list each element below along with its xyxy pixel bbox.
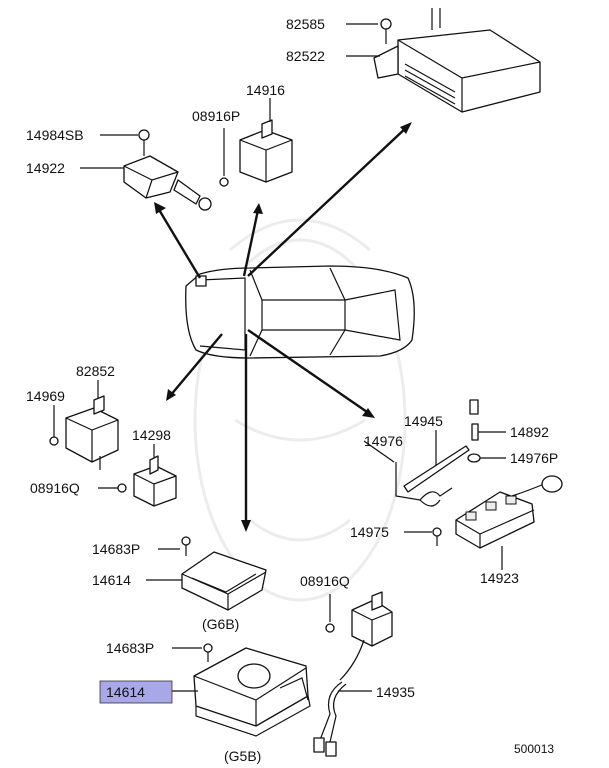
label-08916p-top[interactable]: 08916P	[192, 108, 240, 124]
arrows	[154, 122, 412, 532]
diagram-number: 500013	[514, 742, 554, 756]
label-g5b: (G5B)	[224, 748, 261, 764]
label-14945[interactable]: 14945	[404, 413, 443, 429]
part-14892-pin[interactable]	[469, 399, 479, 441]
part-14935-harness[interactable]	[313, 681, 347, 757]
part-14969-screw[interactable]	[49, 405, 59, 446]
part-82585-screw[interactable]	[380, 18, 392, 44]
label-14683p-lower[interactable]: 14683P	[106, 640, 154, 656]
part-08916q-screw-lower[interactable]	[325, 594, 335, 633]
label-14975[interactable]: 14975	[350, 524, 389, 540]
leader-14976	[363, 440, 395, 463]
label-14892[interactable]: 14892	[510, 424, 549, 440]
part-14916-relay[interactable]	[239, 119, 293, 183]
part-14976-clip[interactable]	[395, 462, 453, 507]
highlight-box	[99, 680, 173, 704]
part-82852-relay[interactable]	[65, 395, 119, 470]
label-14922[interactable]: 14922	[26, 160, 65, 176]
label-g6b: (G6B)	[202, 616, 239, 632]
part-14298-relay[interactable]	[133, 455, 177, 507]
part-14614-module-g6b[interactable]	[181, 551, 267, 611]
label-82852[interactable]: 82852	[76, 363, 115, 379]
label-14614-highlight[interactable]: 14614	[106, 684, 145, 700]
vehicle-outline	[185, 265, 415, 359]
part-14975-screw[interactable]	[432, 527, 442, 546]
label-14614-upper[interactable]: 14614	[92, 572, 131, 588]
part-14984sb-bolt[interactable]	[138, 129, 150, 156]
part-14683p-bolt-upper[interactable]	[181, 536, 191, 556]
label-14298[interactable]: 14298	[132, 427, 171, 443]
part-08916q-screw-left[interactable]	[98, 483, 127, 493]
part-14614-module-g5b[interactable]	[193, 647, 311, 737]
label-14683p-upper[interactable]: 14683P	[92, 541, 140, 557]
label-14984sb[interactable]: 14984SB	[26, 127, 84, 143]
part-14922-sensor[interactable]	[123, 155, 212, 211]
part-relay-lower[interactable]	[339, 591, 393, 681]
part-14683p-bolt-lower[interactable]	[203, 643, 213, 662]
part-82522-ecu[interactable]	[373, 8, 541, 113]
label-14916[interactable]: 14916	[246, 82, 285, 98]
label-08916q-lower[interactable]: 08916Q	[300, 573, 350, 589]
label-14976p[interactable]: 14976P	[510, 450, 558, 466]
label-08916q-left[interactable]: 08916Q	[30, 480, 80, 496]
label-82522[interactable]: 82522	[286, 48, 325, 64]
part-14923-module[interactable]	[455, 475, 563, 549]
labels: 82585 82522 14916 08916P 14984SB 14922 8…	[26, 16, 558, 764]
part-08916p-screw-top[interactable]	[219, 128, 229, 187]
label-14976[interactable]: 14976	[364, 433, 403, 449]
part-14945-strap[interactable]	[403, 445, 470, 493]
label-82585[interactable]: 82585	[286, 16, 325, 32]
label-14923[interactable]: 14923	[480, 570, 519, 586]
part-14976p-grommet[interactable]	[467, 453, 481, 463]
label-14935[interactable]: 14935	[376, 684, 415, 700]
label-14969[interactable]: 14969	[26, 388, 65, 404]
